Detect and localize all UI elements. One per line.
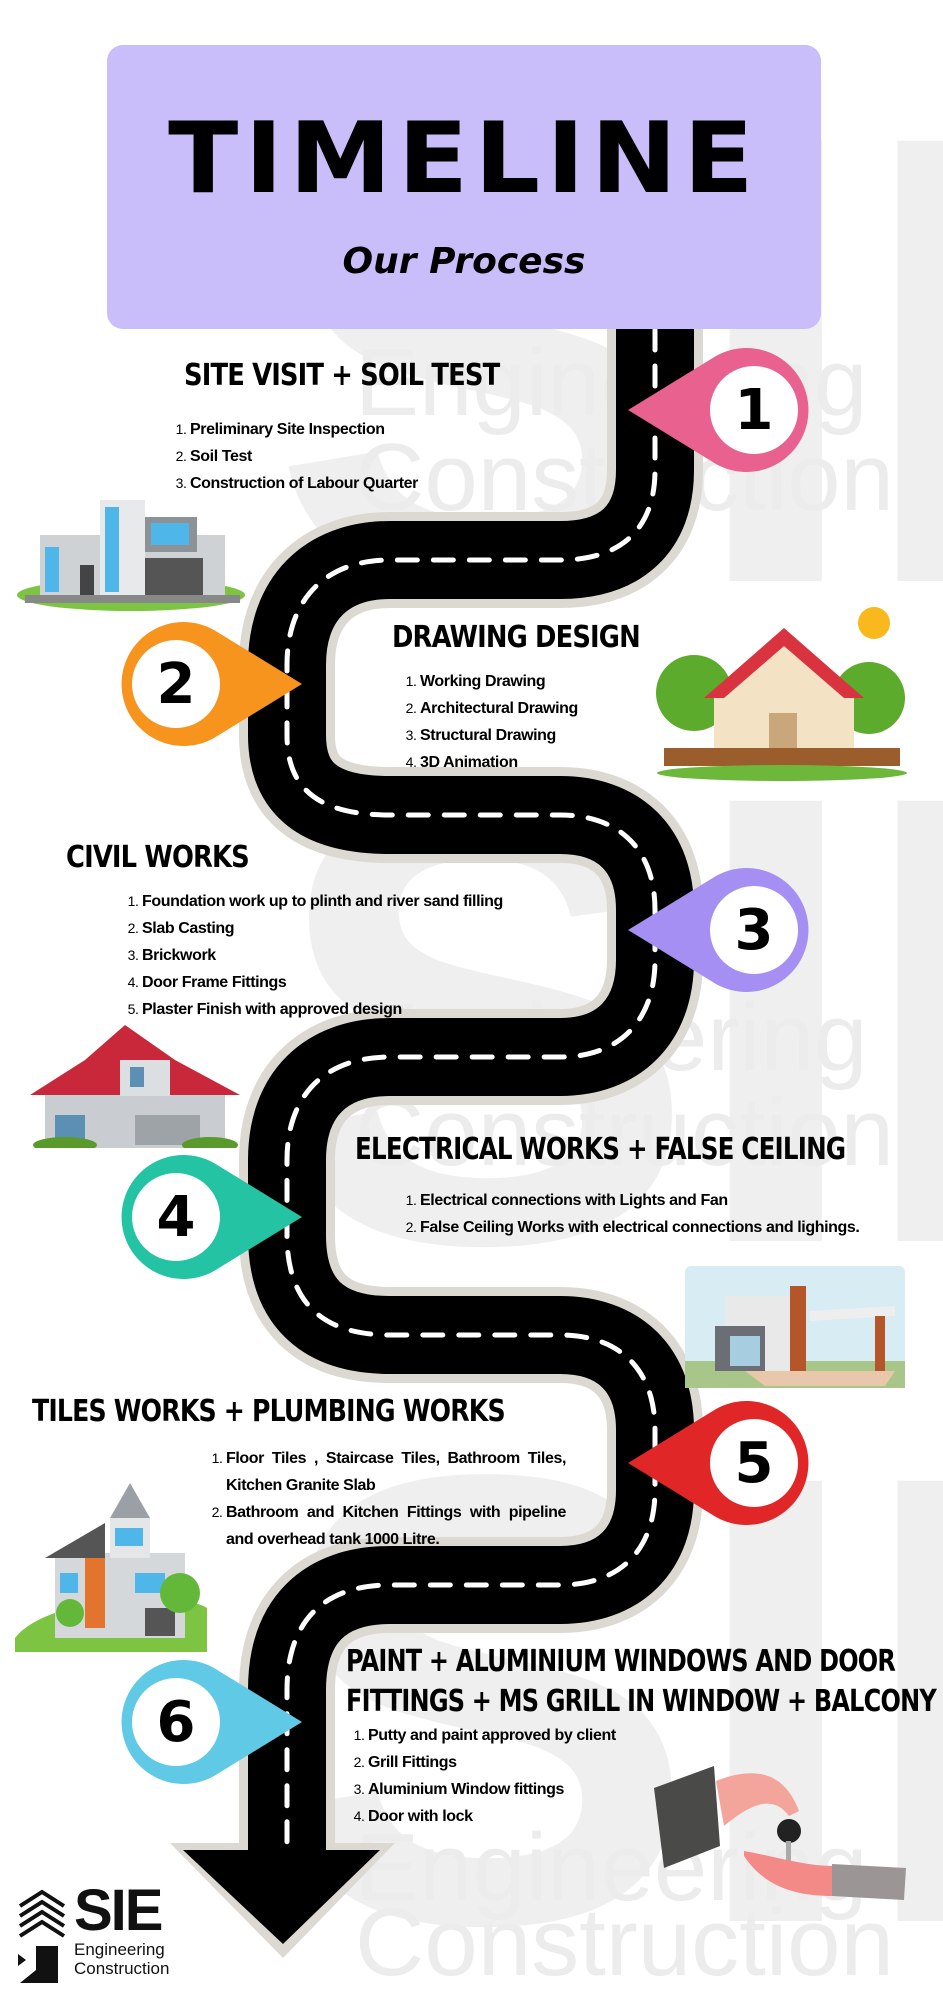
company-logo: SIE Engineering Construction [18,1882,169,1988]
step-number: 3 [734,897,774,963]
pin-right-icon [121,1660,302,1784]
logo-brand: SIE [74,1878,163,1943]
step-4-marker: 4 [108,1155,304,1279]
watermark-line2: Construction [355,1889,894,1996]
watermark-brand: SIE [270,1342,943,2000]
list-item: Aluminium Window fittings [368,1776,616,1803]
step-2-list: Working Drawing Architectural Drawing St… [398,668,578,776]
list-item: Electrical connections with Lights and F… [420,1187,859,1214]
step-3-title: CIVIL WORKS [66,840,250,875]
tall-house-illustration [15,1483,207,1652]
step-2-title: DRAWING DESIGN [392,620,641,655]
pin-left-icon [628,1401,809,1525]
step-number: 6 [156,1689,196,1755]
step-number: 5 [734,1430,774,1496]
list-item: Preliminary Site Inspection [190,416,418,443]
pin-left-icon [628,348,809,472]
step-6-title-line1: PAINT + ALUMINIUM WINDOWS AND DOOR [346,1644,896,1679]
list-item: Grill Fittings [368,1749,616,1776]
step-6-list: Putty and paint approved by client Grill… [346,1722,616,1830]
list-item: Floor Tiles , Staircase Tiles, Bathroom … [226,1445,566,1499]
step-6-marker: 6 [108,1660,304,1784]
list-item: Architectural Drawing [420,695,578,722]
logo-line1: Engineering [74,1940,165,1959]
step-3-list: Foundation work up to plinth and river s… [120,888,503,1023]
list-item: Door Frame Fittings [142,969,503,996]
list-item: Slab Casting [142,915,503,942]
pin-left-icon [628,868,809,992]
step-5-list: Floor Tiles , Staircase Tiles, Bathroom … [204,1445,566,1553]
step-4-title: ELECTRICAL WORKS + FALSE CEILING [355,1132,846,1167]
step-4-list: Electrical connections with Lights and F… [398,1187,860,1241]
road-arrow-head [183,1850,380,1944]
step-1-list: Preliminary Site Inspection Soil Test Co… [168,416,418,497]
list-item: Plaster Finish with approved design [142,996,503,1023]
step-number: 1 [734,377,774,443]
list-item: Brickwork [142,942,503,969]
step-5-title: TILES WORKS + PLUMBING WORKS [32,1394,506,1429]
list-item: Putty and paint approved by client [368,1722,616,1749]
pin-right-icon [121,1155,302,1279]
logo-chevrons-icon [18,1889,66,1983]
step-2-marker: 2 [108,622,304,746]
road-lane-markings [284,327,658,1853]
list-item: Structural Drawing [420,722,578,749]
step-1-title: SITE VISIT + SOIL TEST [184,358,500,393]
cottage-illustration [656,607,907,781]
list-item: False Ceiling Works with electrical conn… [420,1214,860,1241]
logo-line2: Construction [74,1959,170,1978]
modern-villa-sketch-illustration [685,1266,905,1388]
list-item: 3D Animation [420,749,578,776]
page-subtitle: Our Process [342,241,586,282]
step-3-marker: 3 [626,868,822,992]
list-item: Bathroom and Kitchen Fittings with pipel… [226,1499,566,1553]
step-number: 4 [156,1184,196,1250]
list-item: Working Drawing [420,668,578,695]
list-item: Foundation work up to plinth and river s… [142,888,503,915]
page-title: TIMELINE [168,102,760,216]
red-roof-house-illustration [30,1025,240,1148]
pin-right-icon [121,622,302,746]
key-handover-illustration [654,1766,906,1900]
step-1-marker: 1 [626,348,822,472]
title-banner: TIMELINE Our Process [107,45,821,329]
step-number: 2 [156,651,196,717]
road-surface [248,300,694,1852]
modern-house-illustration [17,500,245,611]
step-5-marker: 5 [626,1401,822,1525]
step-6-title-line2: FITTINGS + MS GRILL IN WINDOW + BALCONY [346,1684,937,1719]
list-item: Soil Test [190,443,418,470]
list-item: Door with lock [368,1803,616,1830]
list-item: Construction of Labour Quarter [190,470,418,497]
